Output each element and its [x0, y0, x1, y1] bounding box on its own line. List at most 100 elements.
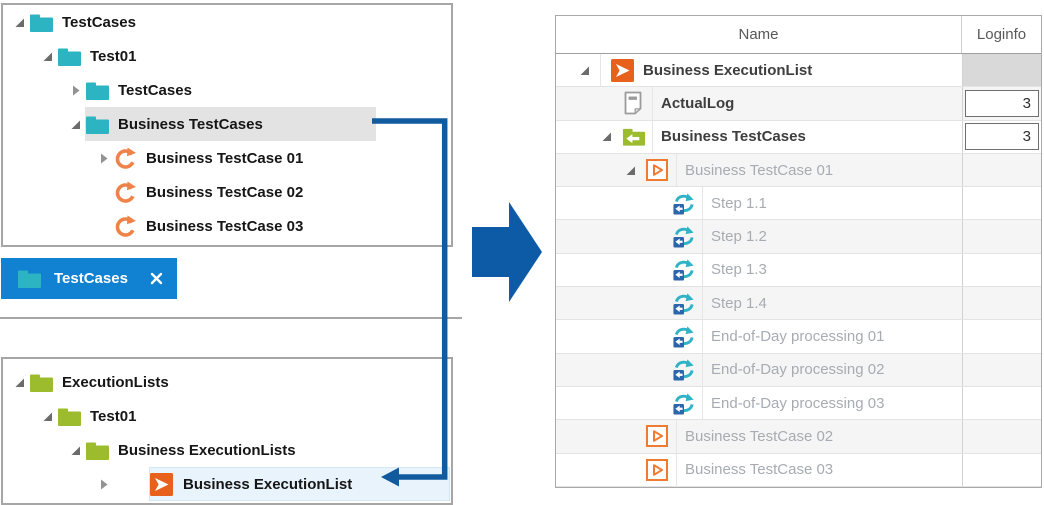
name-cell: Step 1.2 — [702, 220, 962, 253]
grid-row[interactable]: Step 1.4 — [556, 287, 1041, 321]
name-cell: Business TestCase 03 — [676, 453, 962, 486]
row-name-label: Business TestCase 01 — [685, 161, 834, 179]
row-name-label: ActualLog — [661, 94, 735, 112]
close-icon[interactable] — [150, 272, 163, 285]
expander-spacer — [650, 354, 672, 386]
testcase-outline-icon — [646, 154, 670, 186]
expander-spacer — [650, 387, 672, 419]
tree-item-business-testcase-02[interactable]: Business TestCase 02 — [3, 175, 451, 209]
name-cell: Step 1.1 — [702, 187, 962, 220]
name-cell: Business TestCases — [652, 120, 962, 153]
loginfo-cell — [962, 420, 1041, 453]
grid-row[interactable]: Business TestCase 03 — [556, 453, 1041, 487]
expander-expanded-icon[interactable] — [13, 376, 29, 389]
refresh-orange-icon — [113, 213, 140, 239]
expander-expanded-icon[interactable] — [41, 50, 57, 63]
grid-header-row: Name Loginfo — [556, 16, 1041, 54]
refresh-orange-icon — [113, 179, 140, 205]
expander-spacer — [650, 320, 672, 352]
tree-item-label: TestCases — [62, 13, 136, 31]
folder-teal-icon — [57, 46, 84, 67]
column-header-loginfo[interactable]: Loginfo — [961, 16, 1041, 53]
tree-item-business-testcase-01[interactable]: Business TestCase 01 — [3, 141, 451, 175]
expander-expanded-icon[interactable] — [69, 118, 85, 131]
expander-expanded-icon[interactable] — [41, 410, 57, 423]
folder-green-icon — [85, 440, 112, 461]
grid-row[interactable]: End-of-Day processing 03 — [556, 386, 1041, 421]
folder-green-arrow-icon — [622, 121, 646, 153]
name-cell: Business TestCase 01 — [676, 153, 962, 187]
refresh-orange-icon — [113, 145, 140, 171]
loginfo-cell — [962, 54, 1041, 87]
grid-row[interactable]: ActualLog 3 — [556, 87, 1041, 121]
tree-item-testcases[interactable]: TestCases — [3, 5, 451, 39]
row-name-label: Step 1.2 — [711, 228, 767, 246]
expander-spacer — [650, 220, 672, 252]
grid-row[interactable]: End-of-Day processing 01 — [556, 320, 1041, 354]
column-header-name[interactable]: Name — [738, 26, 779, 43]
folder-teal-icon — [85, 80, 112, 101]
loginfo-cell — [962, 353, 1041, 386]
tree-item-executionlists[interactable]: ExecutionLists — [3, 365, 451, 399]
loginfo-cell — [962, 220, 1041, 253]
row-name-label: Step 1.4 — [711, 294, 767, 312]
tree-item-label: Business TestCases — [118, 115, 263, 133]
expander-collapsed-icon[interactable] — [97, 478, 113, 491]
expander-collapsed-icon[interactable] — [97, 152, 113, 165]
tree-item-label: Business ExecutionLists — [118, 441, 296, 459]
transfer-arrow-icon — [472, 202, 542, 302]
expander-expanded-icon[interactable] — [13, 16, 29, 29]
tree-item-business-testcases[interactable]: Business TestCases — [3, 107, 451, 141]
folder-icon — [17, 268, 44, 289]
row-name-label: Step 1.1 — [711, 194, 767, 212]
loginfo-value[interactable]: 3 — [965, 89, 1039, 117]
tree-item-label: Test01 — [90, 407, 137, 425]
tree-item-business-testcase-03[interactable]: Business TestCase 03 — [3, 209, 451, 243]
expander-collapsed-icon[interactable] — [69, 84, 85, 97]
grid-row[interactable]: End-of-Day processing 02 — [556, 353, 1041, 387]
loginfo-cell — [962, 453, 1041, 486]
tree-item-business-executionlists[interactable]: Business ExecutionLists — [3, 433, 451, 467]
tree-item-test01[interactable]: Test01 — [3, 39, 451, 73]
tree-item-label: TestCases — [118, 81, 192, 99]
grid-row[interactable]: Business ExecutionList — [556, 54, 1041, 88]
grid-row[interactable]: Business TestCase 01 — [556, 153, 1041, 188]
expander-expanded-icon[interactable] — [578, 54, 600, 86]
tree-item-label: Business TestCase 02 — [146, 183, 304, 201]
tree-item-testcases[interactable]: TestCases — [3, 73, 451, 107]
grid-row[interactable]: Step 1.1 — [556, 187, 1041, 221]
name-cell: Step 1.3 — [702, 253, 962, 287]
loginfo-value[interactable]: 3 — [965, 123, 1039, 151]
row-name-label: Business ExecutionList — [643, 61, 813, 79]
loginfo-cell — [962, 386, 1041, 420]
name-cell: End-of-Day processing 01 — [702, 320, 962, 353]
row-name-label: Business TestCases — [661, 128, 806, 146]
expander-expanded-icon[interactable] — [624, 154, 646, 186]
loginfo-cell — [962, 287, 1041, 320]
grid-row[interactable]: Business TestCase 02 — [556, 420, 1041, 454]
name-cell: Business TestCase 02 — [676, 420, 962, 453]
step-rerun-icon — [672, 387, 696, 419]
grid-row[interactable]: Business TestCases 3 — [556, 120, 1041, 154]
name-cell: End-of-Day processing 03 — [702, 386, 962, 420]
folder-teal-icon — [29, 12, 56, 33]
expander-expanded-icon[interactable] — [69, 444, 85, 457]
loginfo-cell: 3 — [962, 120, 1041, 153]
grid-row[interactable]: Step 1.2 — [556, 220, 1041, 254]
expander-spacer — [650, 187, 672, 219]
tree-item-test01[interactable]: Test01 — [3, 399, 451, 433]
name-cell: Step 1.4 — [702, 287, 962, 320]
expander-expanded-icon[interactable] — [600, 121, 622, 153]
tree-item-business-executionlist[interactable]: Business ExecutionList — [3, 467, 451, 501]
tab-testcases[interactable]: TestCases — [1, 258, 177, 299]
folder-teal-icon — [85, 114, 112, 135]
folder-green-icon — [57, 406, 84, 427]
step-rerun-icon — [672, 220, 696, 252]
tree-item-label: Business TestCase 03 — [146, 217, 304, 235]
step-rerun-icon — [672, 354, 696, 386]
grid-row[interactable]: Step 1.3 — [556, 253, 1041, 288]
